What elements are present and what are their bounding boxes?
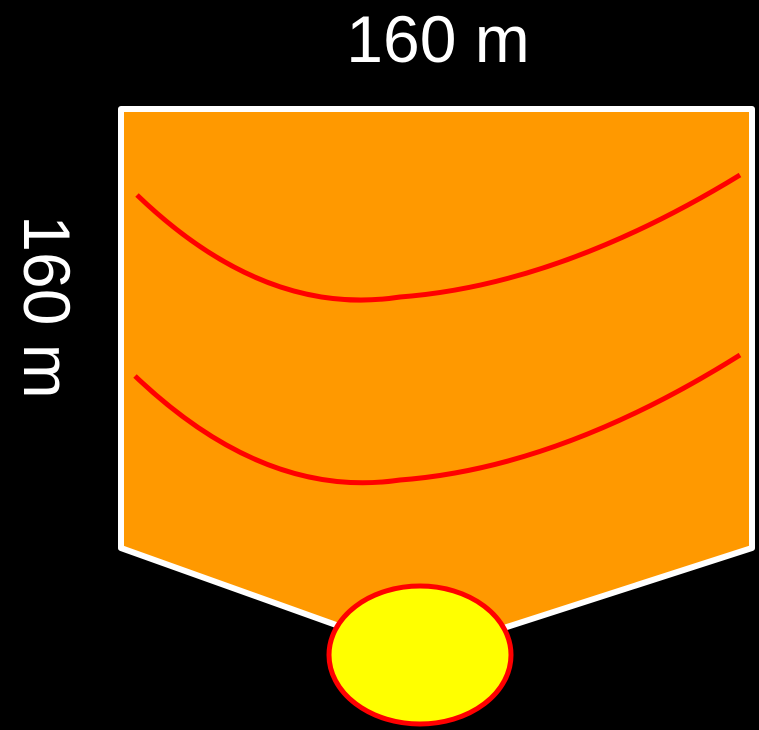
width-label: 160 m xyxy=(346,2,529,76)
source-ellipse xyxy=(326,583,514,727)
height-label: 160 m xyxy=(10,215,84,398)
lower-wave-arc xyxy=(133,352,742,486)
upper-wave-arc xyxy=(135,172,742,303)
field-area xyxy=(118,106,755,658)
